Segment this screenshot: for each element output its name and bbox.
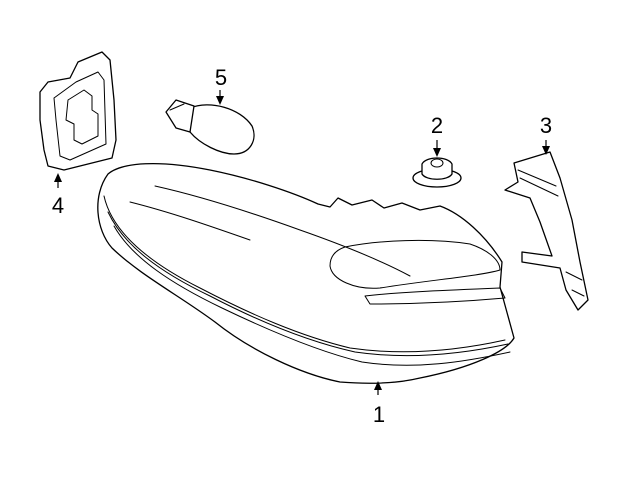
callout-1: 1 [373,402,385,427]
bulb[interactable] [165,99,255,155]
callout-3: 3 [540,113,552,138]
callout-2: 2 [431,113,443,138]
callout-5: 5 [215,65,227,90]
reflector-slot [364,287,506,305]
lens-inner-edge [103,195,506,353]
grommet[interactable] [412,157,462,188]
gasket-inner [53,71,107,161]
leader-1 [374,381,382,395]
grommet-hole [430,158,444,168]
bracket-panel [504,151,589,311]
socket-gasket[interactable] [39,51,117,171]
tail-lamp-assembly[interactable] [97,162,515,384]
bracket-face-line [517,169,585,297]
reflector-window [329,239,501,289]
grommet-body [421,157,453,180]
lens-stripe-lower [113,225,511,366]
leader-4 [54,173,62,188]
tail-lamp-housing [97,162,515,384]
bulb-glass [189,104,255,155]
leader-2 [433,140,441,157]
leader-3 [542,140,550,155]
bulb-base-pin [169,103,185,111]
lens-top-crease [154,185,411,277]
lens-mid-crease [129,201,251,241]
callout-4: 4 [52,193,64,218]
gasket-channel [65,89,99,145]
lens-stripe-upper [107,211,509,357]
bracket[interactable] [504,151,589,311]
leader-5 [216,90,224,105]
bulb-base [165,99,195,133]
gasket-outer [39,51,117,171]
